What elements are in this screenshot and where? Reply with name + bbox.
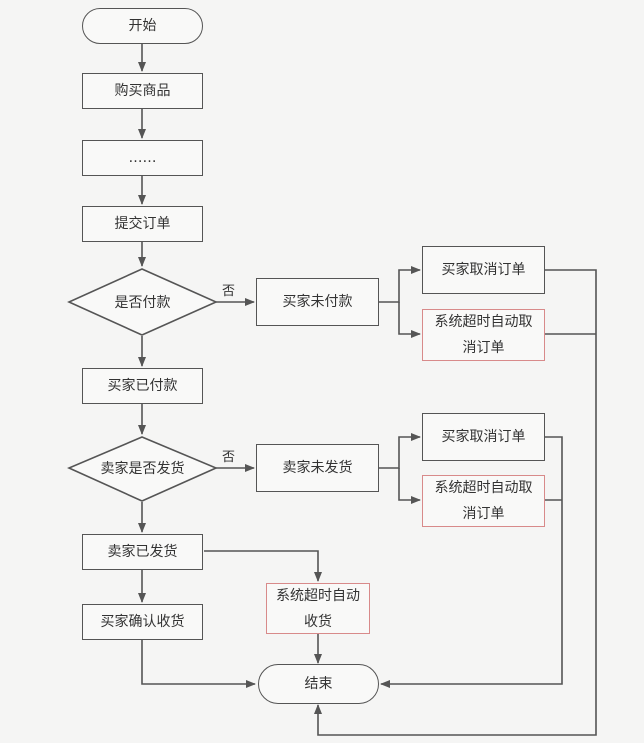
buyer-confirm-receipt-node: 买家确认收货 — [82, 604, 203, 640]
system-timeout-cancel-node-2: 系统超时自动取消订单 — [422, 475, 545, 527]
connector-cancel-2-to-end — [380, 436, 563, 688]
buy-goods-node: 购买商品 — [82, 73, 203, 109]
seller-unshipped-node: 卖家未发货 — [256, 444, 379, 492]
end-node: 结束 — [258, 664, 379, 704]
buyer-paid-node: 买家已付款 — [82, 368, 203, 404]
connector-shipped-to-auto-receive — [204, 550, 322, 582]
connector-confirm-to-end — [141, 640, 256, 688]
ellipsis-node: …… — [82, 140, 203, 176]
edge-label-not-shipped: 否 — [222, 450, 236, 465]
connector-unpaid-to-timeout-1 — [398, 302, 421, 338]
edge-label-not-paid: 否 — [222, 284, 236, 299]
system-timeout-cancel-node-1: 系统超时自动取消订单 — [422, 309, 545, 361]
is-paid-decision-label: 是否付款 — [114, 295, 171, 311]
buyer-unpaid-node: 买家未付款 — [256, 278, 379, 326]
submit-order-node: 提交订单 — [82, 206, 203, 242]
connector-unshipped-to-cancel-2 — [379, 433, 421, 469]
seller-shipped-node: 卖家已发货 — [82, 534, 203, 570]
connector-cancel-1-to-end — [314, 269, 597, 736]
seller-shipped-decision-label: 卖家是否发货 — [100, 461, 185, 477]
connector-unpaid-to-cancel-1 — [379, 266, 421, 303]
decision-is-paid-shape — [67, 268, 218, 336]
buyer-cancel-order-node-2: 买家取消订单 — [422, 413, 545, 461]
start-node: 开始 — [82, 8, 203, 44]
connector-unshipped-to-timeout-2 — [398, 468, 421, 504]
buyer-cancel-order-node-1: 买家取消订单 — [422, 246, 545, 294]
system-auto-receive-node: 系统超时自动收货 — [266, 583, 370, 634]
decision-seller-shipped-shape — [67, 436, 219, 502]
